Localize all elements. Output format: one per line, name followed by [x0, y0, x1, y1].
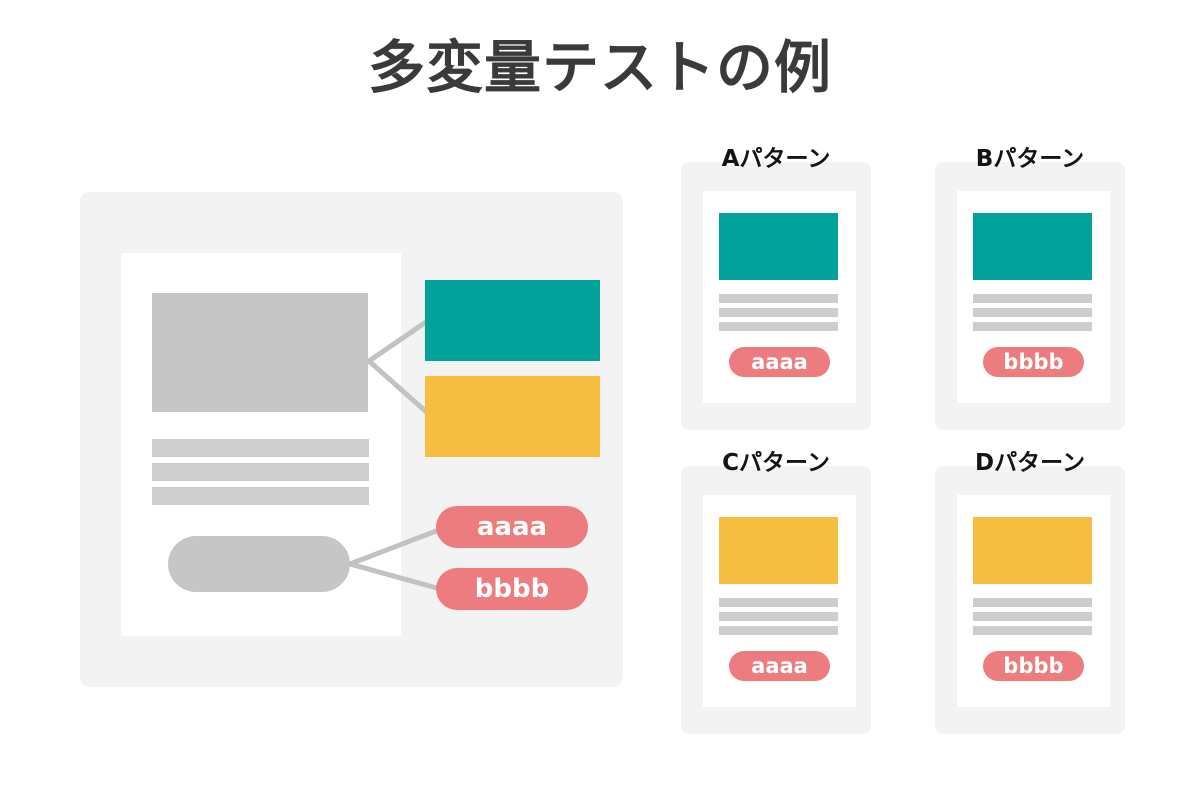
button-variant-label: aaaa: [476, 512, 548, 542]
text-line-placeholder: [719, 308, 838, 317]
text-line-placeholder: [973, 294, 1092, 303]
pattern-button-label: bbbb: [1003, 653, 1064, 678]
variant-connector-lines: [347, 315, 447, 593]
text-line-placeholder: [973, 308, 1092, 317]
pattern-a-label: Aパターン: [721, 146, 831, 172]
pattern-card-b: Bパターン bbbb: [935, 148, 1125, 430]
text-line-placeholder: [973, 598, 1092, 607]
text-line-placeholder: [152, 487, 369, 505]
text-line-placeholder: [719, 322, 838, 331]
button-variant-label: bbbb: [474, 574, 550, 604]
pattern-button-label: bbbb: [1003, 349, 1064, 374]
text-line-placeholder: [152, 463, 369, 481]
pattern-d-image: [973, 517, 1092, 584]
pattern-button-label: aaaa: [751, 653, 808, 678]
pattern-c-button: aaaa: [729, 651, 830, 681]
text-line-placeholder: [719, 598, 838, 607]
pattern-c-image: [719, 517, 838, 584]
pattern-d-label: Dパターン: [975, 450, 1085, 476]
pattern-card-a: Aパターン aaaa: [681, 148, 871, 430]
text-line-placeholder: [973, 626, 1092, 635]
text-line-placeholder: [719, 612, 838, 621]
pattern-card-d: Dパターン bbbb: [935, 452, 1125, 734]
pattern-d-button: bbbb: [983, 651, 1084, 681]
image-variant-teal: [425, 280, 600, 361]
text-line-placeholder: [152, 439, 369, 457]
text-line-placeholder: [973, 612, 1092, 621]
button-placeholder: [168, 536, 350, 592]
pattern-b-button: bbbb: [983, 347, 1084, 377]
button-variant-aaaa: aaaa: [436, 506, 588, 548]
page-title: 多変量テストの例: [368, 35, 832, 101]
pattern-b-label: Bパターン: [975, 146, 1085, 172]
image-placeholder: [152, 293, 368, 412]
pattern-a-button: aaaa: [729, 347, 830, 377]
button-variant-bbbb: bbbb: [436, 568, 588, 610]
pattern-card-c: Cパターン aaaa: [681, 452, 871, 734]
pattern-c-label: Cパターン: [722, 450, 830, 476]
text-line-placeholder: [973, 322, 1092, 331]
image-variant-yellow: [425, 376, 600, 457]
pattern-a-image: [719, 213, 838, 280]
text-line-placeholder: [719, 626, 838, 635]
pattern-button-label: aaaa: [751, 349, 808, 374]
pattern-b-image: [973, 213, 1092, 280]
text-line-placeholder: [719, 294, 838, 303]
source-page-card: [121, 253, 401, 636]
source-example-panel: aaaa bbbb: [80, 192, 623, 687]
